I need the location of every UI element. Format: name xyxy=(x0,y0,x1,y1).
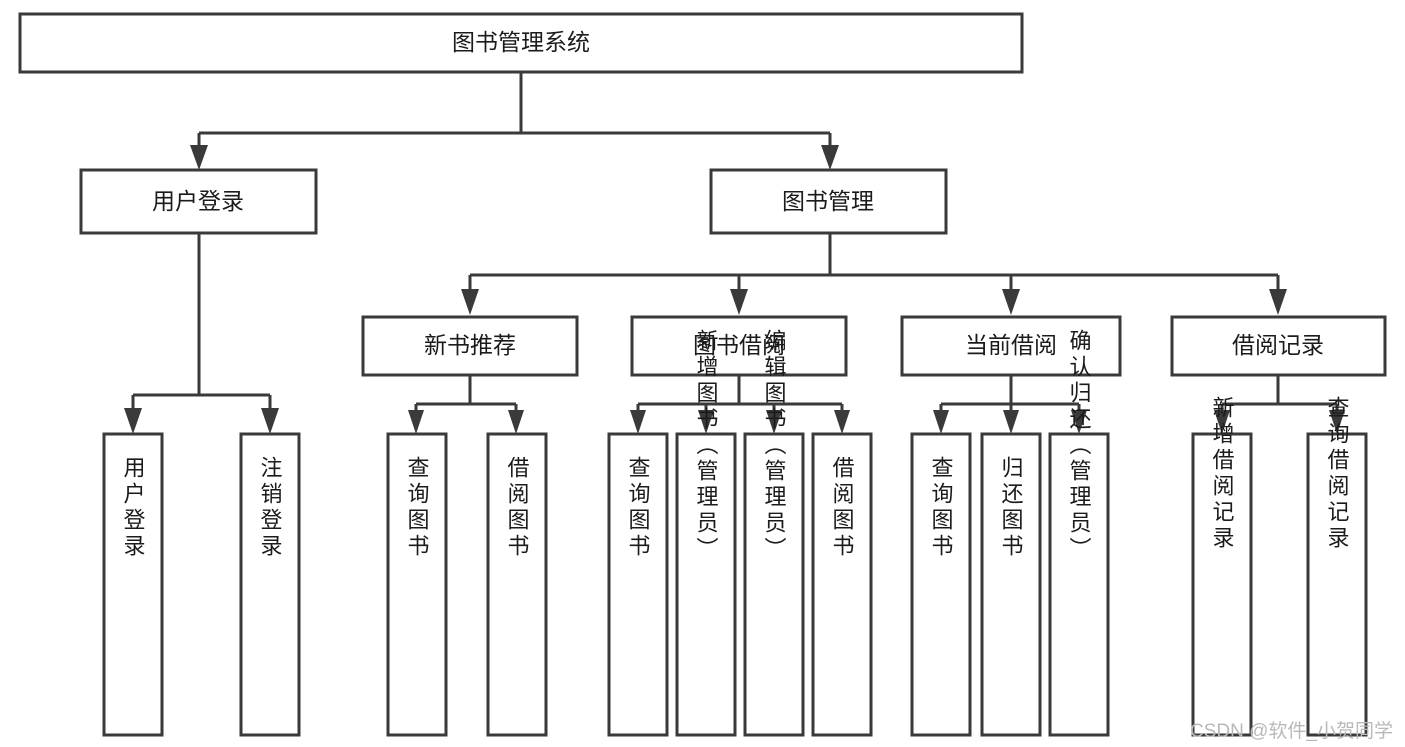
arrow-head-leaf-add-record xyxy=(1214,410,1230,434)
node-root-box[interactable] xyxy=(18,12,1024,74)
node-leaf-confirm-return-box[interactable] xyxy=(1048,432,1110,737)
node-leaf-query-record-box[interactable] xyxy=(1306,432,1368,737)
connector-group-user-login xyxy=(124,233,279,434)
node-leaf-add-book[interactable]: 新增图书（管理员） xyxy=(675,329,737,737)
node-leaf-add-book-box[interactable] xyxy=(675,432,737,737)
arrow-head-leaf-borrow-book-2 xyxy=(834,410,850,434)
node-leaf-return-book[interactable]: 归还图书 xyxy=(980,432,1042,737)
node-leaf-confirm-return[interactable]: 确认归还（管理员） xyxy=(1048,329,1110,737)
node-borrow-record-box[interactable] xyxy=(1170,315,1387,377)
node-leaf-user-login-label: 用户登录 xyxy=(121,456,146,560)
node-leaf-query-book-2-box[interactable] xyxy=(607,432,669,737)
node-leaf-query-book-3-label: 查询图书 xyxy=(929,456,954,560)
arrow-head-leaf-edit-book xyxy=(766,410,782,434)
arrow-head-leaf-query-record xyxy=(1329,410,1345,434)
node-book-mgmt[interactable]: 图书管理 xyxy=(709,168,948,235)
node-book-mgmt-label: 图书管理 xyxy=(782,188,874,214)
node-leaf-query-book-3[interactable]: 查询图书 xyxy=(910,432,972,737)
node-user-login-box[interactable] xyxy=(79,168,318,235)
node-book-mgmt-box[interactable] xyxy=(709,168,948,235)
node-leaf-edit-book-label: 编辑图书（管理员） xyxy=(762,329,787,563)
connector-group-root xyxy=(190,72,839,170)
node-leaf-add-record[interactable]: 新增借阅记录 xyxy=(1191,396,1253,737)
connector-group-book-mgmt xyxy=(461,233,1287,315)
node-root[interactable]: 图书管理系统 xyxy=(18,12,1024,74)
arrow-head-leaf-user-login xyxy=(124,408,142,434)
node-leaf-borrow-book-1[interactable]: 借阅图书 xyxy=(486,432,548,737)
node-leaf-borrow-book-2-box[interactable] xyxy=(811,432,873,737)
node-leaf-query-book-2[interactable]: 查询图书 xyxy=(607,432,669,737)
arrow-head-user-login xyxy=(190,145,208,170)
node-new-book-rec[interactable]: 新书推荐 xyxy=(361,315,579,377)
connector-group-current-borrow xyxy=(933,375,1087,434)
arrow-head-leaf-borrow-book-1 xyxy=(508,410,524,434)
node-leaf-confirm-return-label: 确认归还（管理员） xyxy=(1067,329,1092,563)
node-leaf-logout-box[interactable] xyxy=(239,432,301,737)
node-leaf-add-record-label: 新增借阅记录 xyxy=(1210,396,1235,552)
node-leaf-query-book-1[interactable]: 查询图书 xyxy=(386,432,448,737)
node-book-borrow-box[interactable] xyxy=(630,315,848,377)
arrow-head-leaf-return-book xyxy=(1003,410,1019,434)
arrow-head-leaf-query-book-2 xyxy=(630,410,646,434)
node-leaf-add-book-label: 新增图书（管理员） xyxy=(694,329,719,563)
node-leaf-borrow-book-2[interactable]: 借阅图书 xyxy=(811,432,873,737)
node-leaf-query-record-label: 查询借阅记录 xyxy=(1325,396,1350,552)
node-user-login-label: 用户登录 xyxy=(152,188,244,214)
arrow-head-leaf-query-book-3 xyxy=(933,410,949,434)
node-leaf-query-book-1-box[interactable] xyxy=(386,432,448,737)
connector-group-borrow-record xyxy=(1214,375,1345,434)
node-leaf-query-record[interactable]: 查询借阅记录 xyxy=(1306,396,1368,737)
node-current-borrow[interactable]: 当前借阅 xyxy=(900,315,1122,377)
node-current-borrow-box[interactable] xyxy=(900,315,1122,377)
node-new-book-rec-box[interactable] xyxy=(361,315,579,377)
node-leaf-borrow-book-1-label: 借阅图书 xyxy=(505,456,530,560)
node-book-borrow-label: 图书借阅 xyxy=(693,332,785,358)
node-leaf-user-login[interactable]: 用户登录 xyxy=(102,432,164,737)
arrow-head-current-borrow xyxy=(1002,289,1020,315)
node-leaf-logout-label: 注销登录 xyxy=(258,456,283,560)
arrow-head-leaf-query-book-1 xyxy=(408,410,424,434)
node-leaf-logout[interactable]: 注销登录 xyxy=(239,432,301,737)
node-leaf-return-book-box[interactable] xyxy=(980,432,1042,737)
arrow-head-new-book-rec xyxy=(461,289,479,315)
node-user-login[interactable]: 用户登录 xyxy=(79,168,318,235)
node-leaf-add-record-box[interactable] xyxy=(1191,432,1253,737)
node-book-borrow[interactable]: 图书借阅 xyxy=(630,315,848,377)
node-current-borrow-label: 当前借阅 xyxy=(965,332,1057,358)
node-leaf-user-login-box[interactable] xyxy=(102,432,164,737)
node-leaf-return-book-label: 归还图书 xyxy=(999,456,1024,560)
arrow-head-book-mgmt xyxy=(821,145,839,170)
node-borrow-record[interactable]: 借阅记录 xyxy=(1170,315,1387,377)
node-borrow-record-label: 借阅记录 xyxy=(1232,332,1324,358)
node-leaf-query-book-3-box[interactable] xyxy=(910,432,972,737)
arrow-head-leaf-confirm-return xyxy=(1071,410,1087,434)
node-leaf-query-book-1-label: 查询图书 xyxy=(405,456,430,560)
node-root-label: 图书管理系统 xyxy=(452,29,590,55)
node-leaf-edit-book[interactable]: 编辑图书（管理员） xyxy=(743,329,805,737)
arrow-head-borrow-record xyxy=(1269,289,1287,315)
connector-group-new-book-rec xyxy=(408,375,524,434)
arrow-head-book-borrow xyxy=(730,289,748,315)
arrow-head-leaf-logout xyxy=(261,408,279,434)
node-leaf-edit-book-box[interactable] xyxy=(743,432,805,737)
node-leaf-query-book-2-label: 查询图书 xyxy=(626,456,651,560)
node-new-book-rec-label: 新书推荐 xyxy=(424,332,516,358)
connector-group-book-borrow xyxy=(630,375,850,434)
node-leaf-borrow-book-2-label: 借阅图书 xyxy=(830,456,855,560)
node-leaf-borrow-book-1-box[interactable] xyxy=(486,432,548,737)
arrow-head-leaf-add-book xyxy=(698,410,714,434)
